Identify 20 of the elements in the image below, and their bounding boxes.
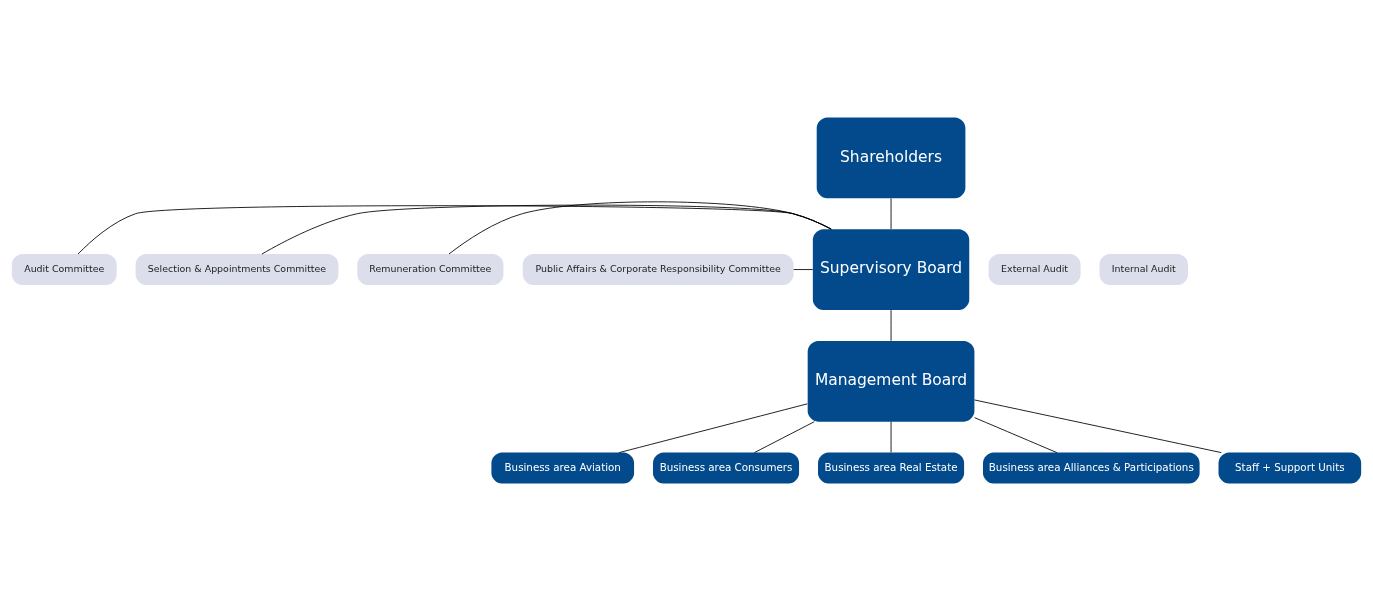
connector (448, 201, 832, 255)
connector (618, 403, 808, 454)
node-box: Remuneration Committee (357, 254, 504, 286)
connector (754, 421, 815, 454)
node-box: Audit Committee (11, 254, 117, 286)
connector (974, 399, 1222, 454)
connector (974, 417, 1058, 454)
node-box: Shareholders (816, 117, 966, 199)
node-box: Business area Consumers (653, 452, 800, 484)
node-box: Business area Alliances & Participations (983, 452, 1200, 484)
connector (793, 269, 814, 270)
node-box: Public Affairs & Corporate Responsibility Committee (522, 254, 794, 286)
node-box: Selection & Appointments Committee (135, 254, 339, 286)
node-box: Business area Aviation (491, 452, 635, 484)
node-box: Internal Audit (1099, 254, 1188, 286)
node-box: External Audit (988, 254, 1081, 286)
node-box: Management Board (807, 340, 975, 422)
node-box: Business area Real Estate (818, 452, 965, 484)
node-box: Supervisory Board (812, 229, 970, 310)
node-box: Staff + Support Units (1218, 452, 1362, 484)
